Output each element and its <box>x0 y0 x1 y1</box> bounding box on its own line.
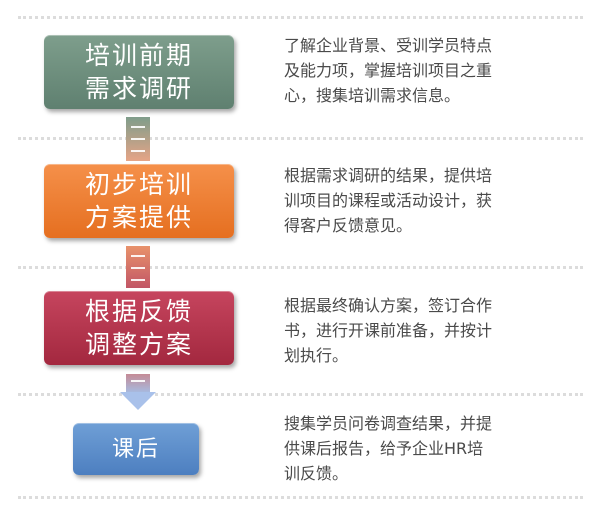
step-3-title-line-2: 调整方案 <box>84 330 193 359</box>
step-2-desc-line-2: 训项目的课程或活动设计，获 <box>284 191 493 210</box>
step-2-title-line-1: 初步培训 <box>84 170 193 199</box>
connector-1 <box>126 117 150 161</box>
step-4-box: 课后 <box>73 423 199 475</box>
step-1-box: 培训前期 需求调研 <box>44 35 234 109</box>
step-2-desc-line-3: 得客户反馈意见。 <box>284 216 413 235</box>
step-1-title-line-1: 培训前期 <box>84 41 193 70</box>
step-2-box: 初步培训 方案提供 <box>44 164 234 238</box>
step-3-desc-line-1: 根据最终确认方案，签订合作 <box>284 296 493 315</box>
step-1-description: 了解企业背景、受训学员特点 及能力项，掌握培训项目之重 心，搜集培训需求信息。 <box>284 33 574 108</box>
step-1-desc-line-1: 了解企业背景、受训学员特点 <box>284 36 493 55</box>
step-2-description: 根据需求调研的结果，提供培 训项目的课程或活动设计，获 得客户反馈意见。 <box>284 163 574 238</box>
divider-bottom <box>18 496 583 499</box>
step-3-description: 根据最终确认方案，签订合作 书，进行开课前准备，并按计 划执行。 <box>284 293 574 368</box>
step-1-desc-line-3: 心，搜集培训需求信息。 <box>284 86 461 105</box>
step-3-box: 根据反馈 调整方案 <box>44 291 234 365</box>
step-2-title-line-2: 方案提供 <box>84 203 193 232</box>
step-4-desc-line-1: 搜集学员问卷调查结果，并提 <box>284 414 493 433</box>
divider-1 <box>18 137 583 140</box>
divider-3 <box>18 393 583 396</box>
step-3-desc-line-2: 书，进行开课前准备，并按计 <box>284 321 493 340</box>
divider-2 <box>18 266 583 269</box>
down-arrow-stem <box>126 374 150 392</box>
connector-2 <box>126 246 150 288</box>
down-arrow-icon <box>120 392 156 410</box>
step-4-desc-line-3: 训反馈。 <box>284 464 349 483</box>
step-4-desc-line-2: 供课后报告，给予企业HR培 <box>284 439 484 458</box>
step-1-title-line-2: 需求调研 <box>84 74 193 103</box>
step-1-desc-line-2: 及能力项，掌握培训项目之重 <box>284 61 493 80</box>
divider-top <box>18 16 583 19</box>
step-3-desc-line-3: 划执行。 <box>284 346 349 365</box>
step-3-title-line-1: 根据反馈 <box>84 297 193 326</box>
step-4-description: 搜集学员问卷调查结果，并提 供课后报告，给予企业HR培 训反馈。 <box>284 411 574 486</box>
step-4-title-line-1: 课后 <box>111 436 160 462</box>
step-2-desc-line-1: 根据需求调研的结果，提供培 <box>284 166 493 185</box>
